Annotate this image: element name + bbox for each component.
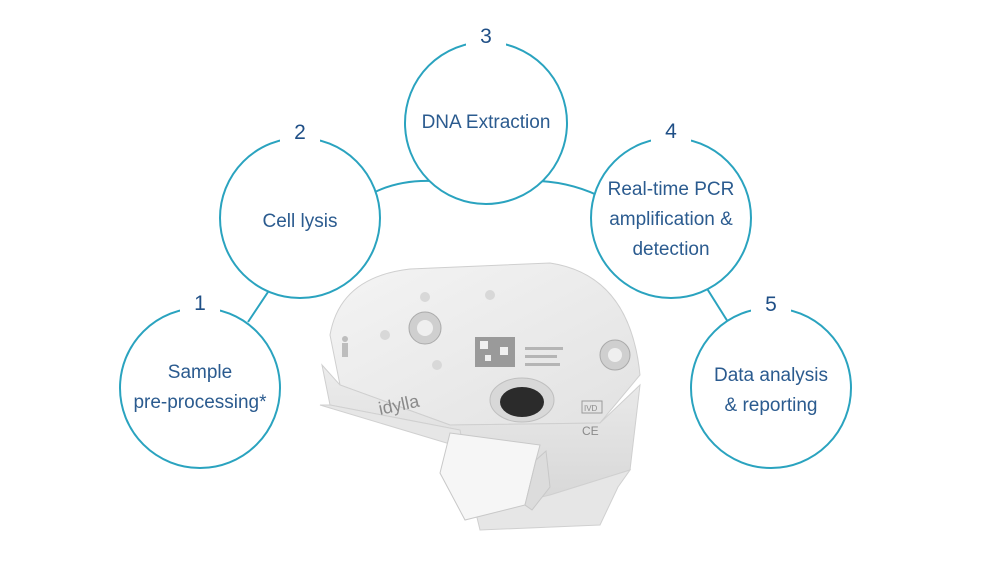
device-badge-ivd: IVD bbox=[584, 404, 598, 413]
step-number-1: 1 bbox=[180, 292, 220, 316]
connector-1-2 bbox=[247, 291, 269, 323]
connector-4-5 bbox=[705, 286, 729, 323]
step-label-4: Real-time PCR amplification & detection bbox=[607, 179, 735, 260]
step-number-3: 3 bbox=[466, 25, 506, 49]
connector-2-3 bbox=[374, 179, 433, 193]
step-label-1: Sample pre-processing* bbox=[133, 362, 267, 413]
idylla-cartridge-image: idylla IVD CE bbox=[319, 262, 641, 531]
step-label-2: Cell lysis bbox=[262, 211, 338, 232]
step-label-3: DNA Extraction bbox=[421, 112, 551, 133]
step-number-5: 5 bbox=[751, 293, 791, 317]
step-number-2: 2 bbox=[280, 121, 320, 145]
device-badge-ce: CE bbox=[582, 424, 599, 438]
step-label-5: Data analysis & reporting bbox=[713, 365, 829, 416]
step-number-4: 4 bbox=[651, 120, 691, 144]
